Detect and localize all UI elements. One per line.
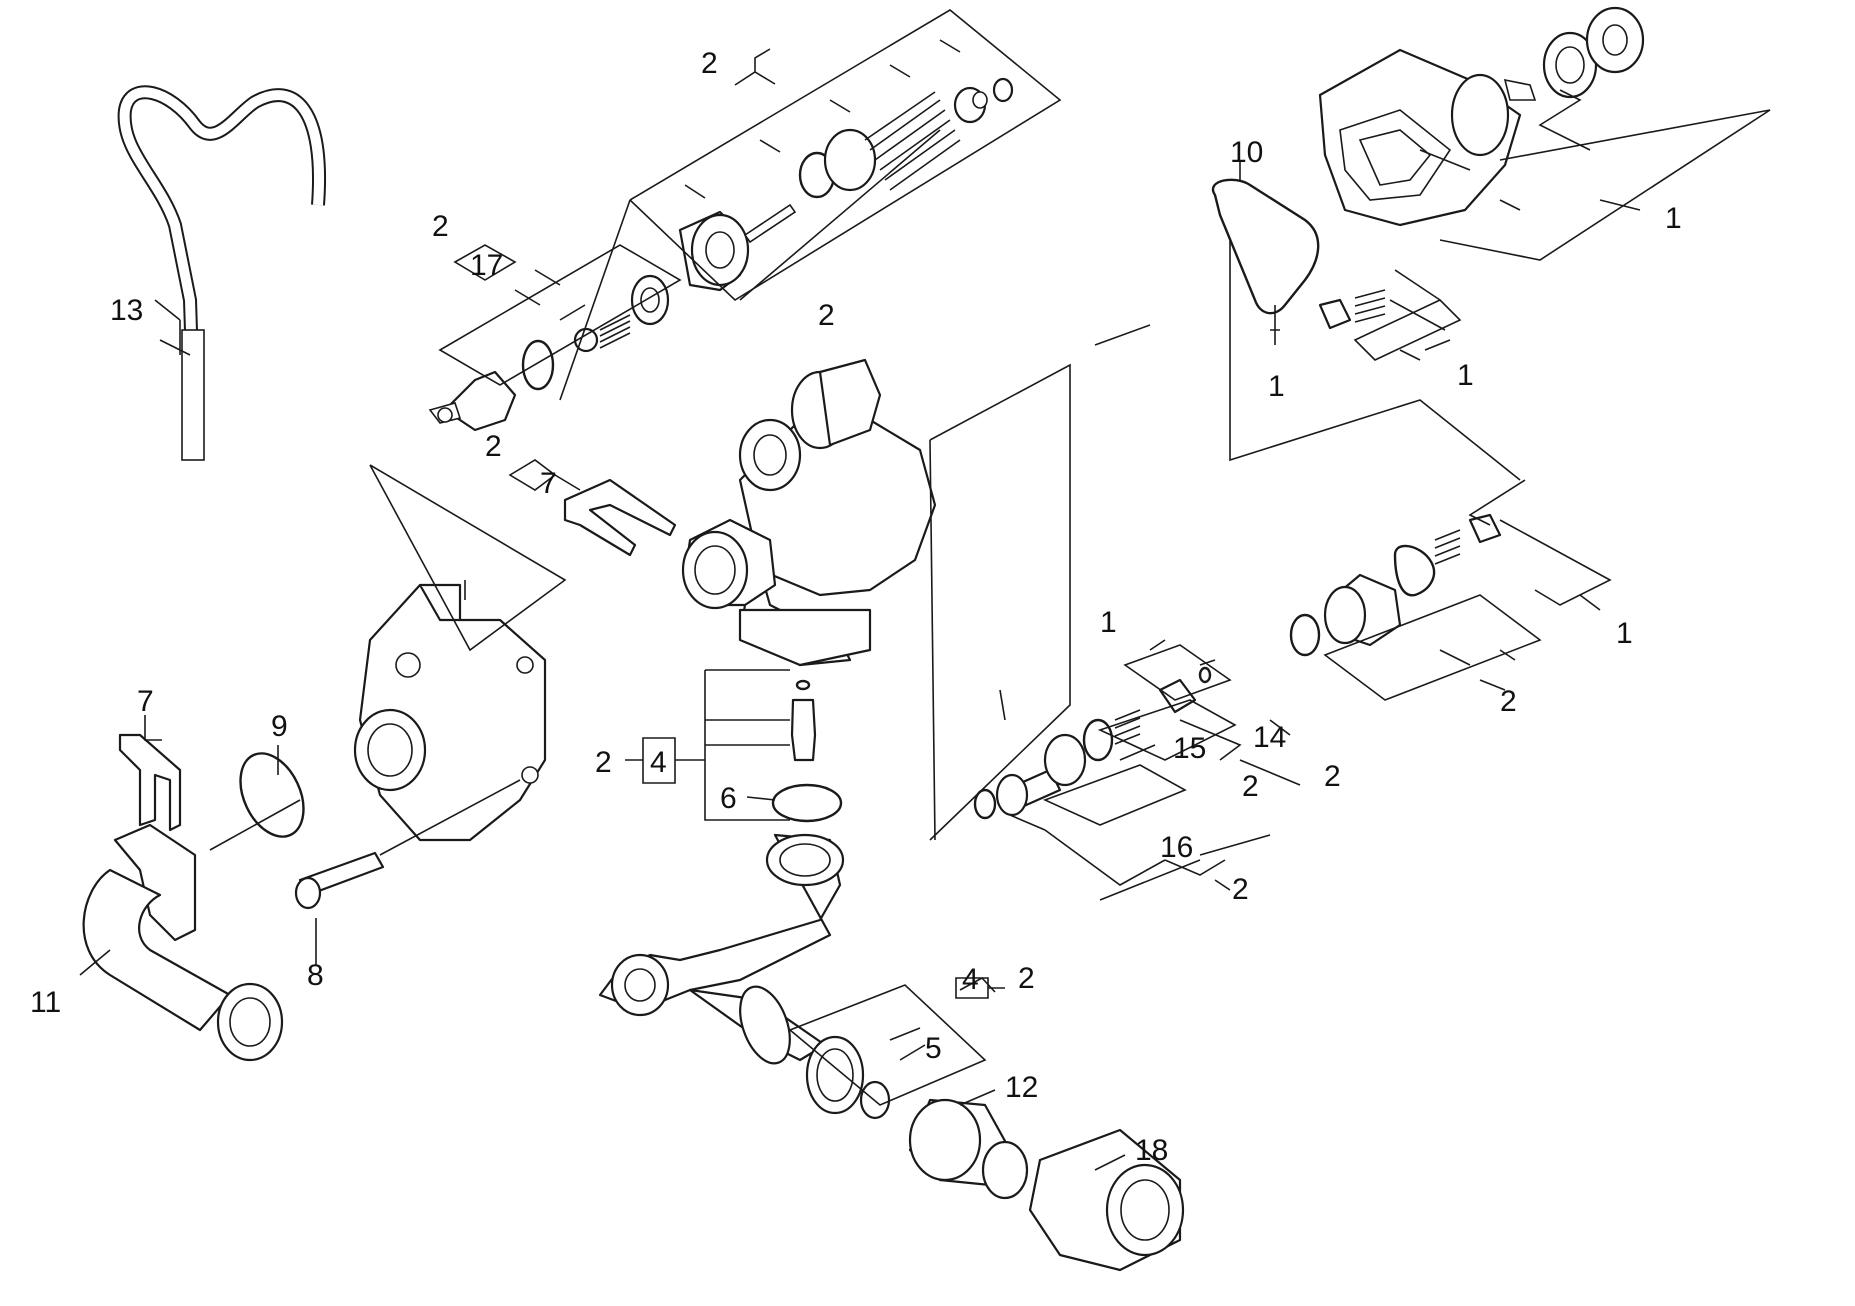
callout-4-upper: 4 xyxy=(650,746,667,779)
callout-1-valve-set: 1 xyxy=(1100,606,1117,639)
callout-13: 13 xyxy=(110,294,143,327)
callout-1-seal: 1 xyxy=(1268,370,1285,403)
hose-part xyxy=(117,85,326,461)
callout-11: 11 xyxy=(30,986,61,1019)
callout-9: 9 xyxy=(271,710,288,743)
callout-12: 12 xyxy=(1005,1071,1038,1104)
callout-2-valve-4: 2 xyxy=(595,746,612,779)
callout-2-pump-head: 2 xyxy=(818,299,835,332)
callout-2-check-valve: 2 xyxy=(432,210,449,243)
callout-2-pipe: 2 xyxy=(1018,962,1035,995)
check-valve-part-17 xyxy=(428,274,670,432)
quick-coupling-part-18 xyxy=(1028,1128,1185,1272)
callout-5: 5 xyxy=(925,1032,942,1065)
callout-15: 15 xyxy=(1173,732,1206,765)
callout-8: 8 xyxy=(307,959,324,992)
leader-lines xyxy=(79,9,1771,1171)
callout-labels: 1 1 1 1 1 2 2 2 2 2 2 2 2 2 2 2 4 4 5 6 … xyxy=(30,47,1682,1167)
valve-assembly-upper xyxy=(678,77,1014,292)
left-housing-part xyxy=(353,583,547,842)
callout-16: 16 xyxy=(1160,831,1193,864)
callout-2-item-14: 2 xyxy=(1324,760,1341,793)
callout-18: 18 xyxy=(1135,1134,1168,1167)
small-valve-part xyxy=(1318,289,1386,330)
pump-head-part xyxy=(681,358,937,667)
callout-2-lower-right: 2 xyxy=(1500,685,1517,718)
callout-2-item-16: 2 xyxy=(1232,873,1249,906)
callout-14: 14 xyxy=(1253,721,1286,754)
callout-6: 6 xyxy=(720,782,737,815)
callout-1-mid-right: 1 xyxy=(1457,359,1474,392)
valve-part-4 xyxy=(771,679,843,823)
valve-set-right-middle xyxy=(973,666,1212,820)
coupling-part-12 xyxy=(908,1098,1029,1200)
clip-part-7-upper xyxy=(563,478,677,557)
callout-17: 17 xyxy=(470,249,503,282)
screw-part-8 xyxy=(294,851,385,910)
o-ring-part-9 xyxy=(239,752,305,838)
elbow-part-11 xyxy=(82,823,284,1062)
callout-7-upper: 7 xyxy=(540,467,557,500)
callout-10: 10 xyxy=(1230,136,1263,169)
callout-7-lower: 7 xyxy=(137,685,154,718)
pump-housing-part xyxy=(1318,6,1645,227)
callout-4-lower: 4 xyxy=(962,963,979,996)
valve-set-right-lower xyxy=(1289,513,1502,657)
callout-2-clip: 2 xyxy=(485,430,502,463)
triangular-seal-part xyxy=(1211,178,1320,315)
callout-1-top-right: 1 xyxy=(1665,202,1682,235)
callout-2-item-15: 2 xyxy=(1242,770,1259,803)
clip-part-7-lower xyxy=(118,733,182,832)
callout-1-lower-right: 1 xyxy=(1616,617,1633,650)
callout-2-upper-valve: 2 xyxy=(701,47,718,80)
